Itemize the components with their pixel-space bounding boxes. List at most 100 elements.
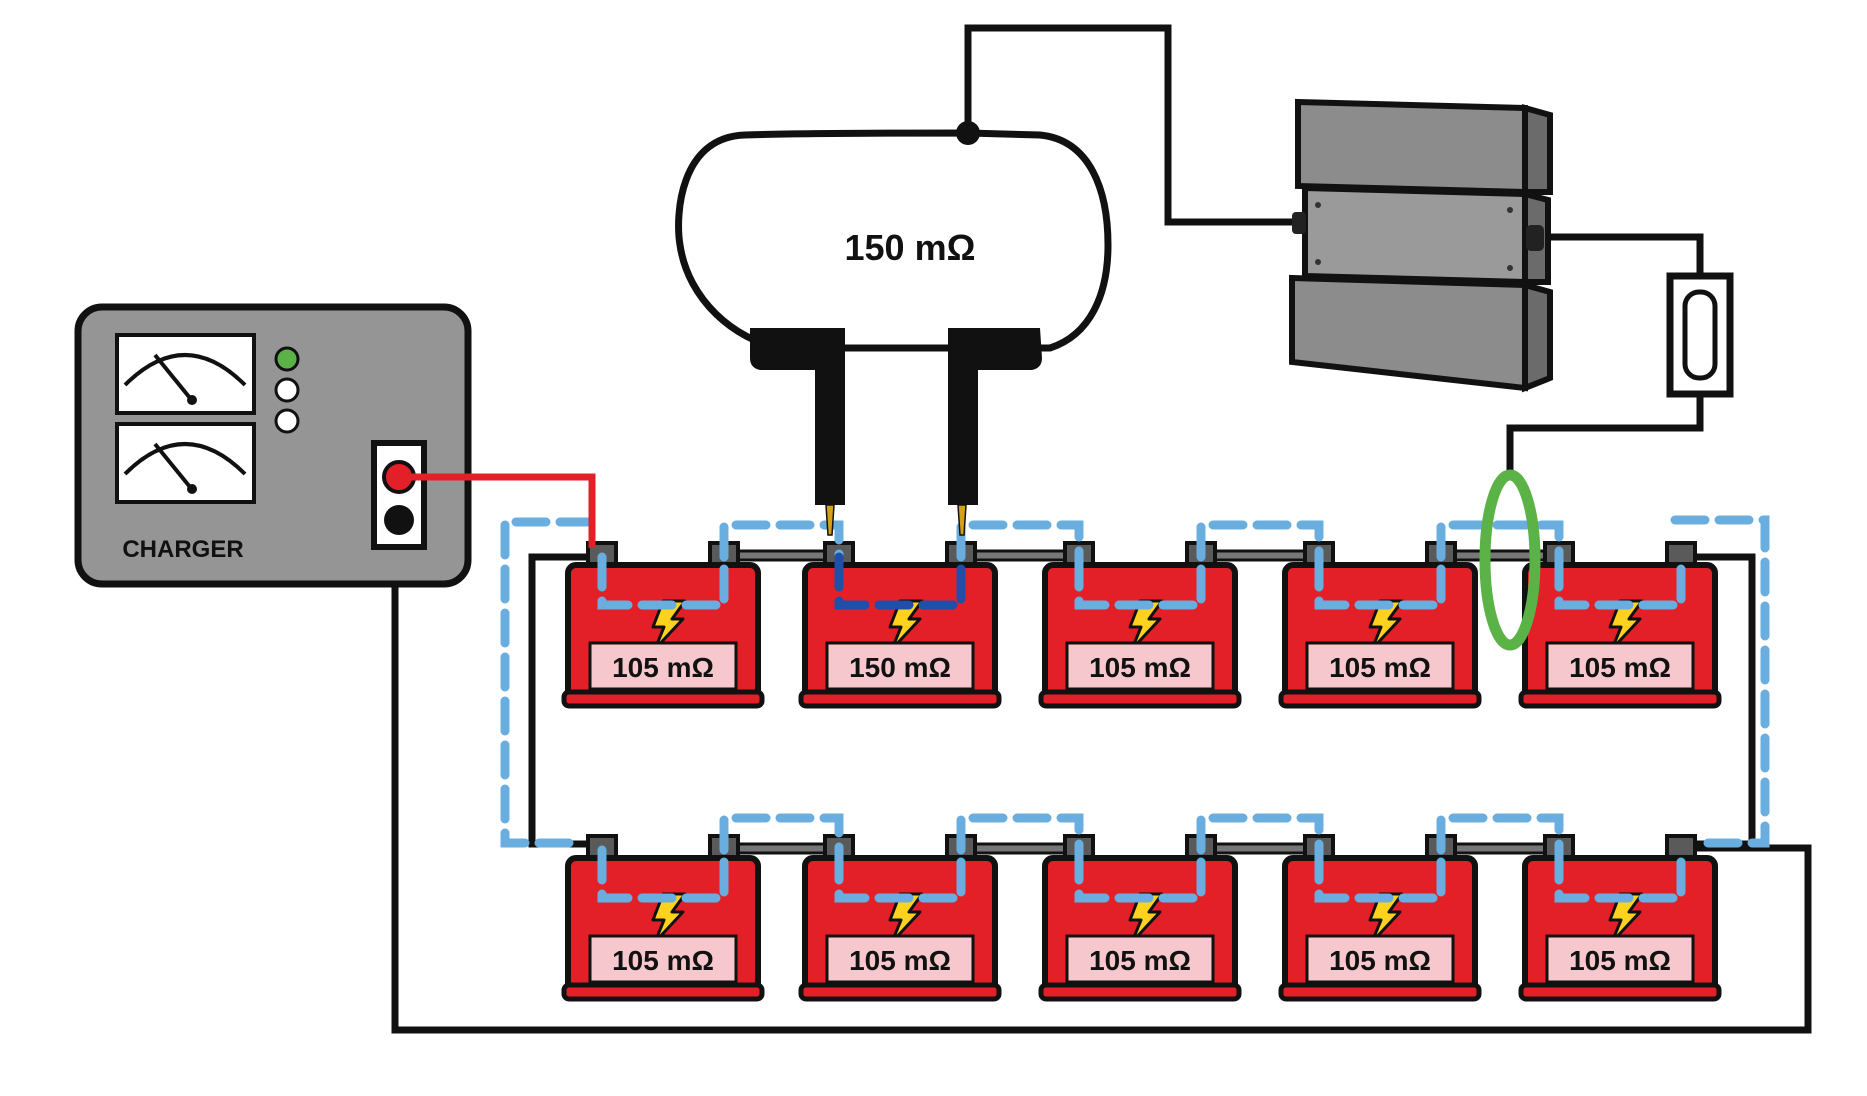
battery-resistance-label: 105 mΩ	[612, 945, 714, 976]
meter-needle	[153, 442, 192, 489]
module-middle-block	[1302, 184, 1528, 286]
analog-meter-icon	[115, 422, 256, 504]
shunt-resistor-element	[1682, 289, 1718, 381]
battery: 105 mΩ	[1278, 834, 1482, 1002]
tester-probe-right[interactable]	[948, 328, 1042, 505]
battery-base	[1038, 689, 1242, 709]
battery: 105 mΩ	[561, 541, 765, 709]
battery: 105 mΩ	[1038, 834, 1242, 1002]
battery-label-box	[1545, 934, 1695, 984]
current-paths	[500, 515, 1770, 903]
battery-resistance-label: 105 mΩ	[1089, 945, 1191, 976]
strap-path-dash	[719, 813, 844, 855]
strap-path-dash	[1196, 813, 1324, 855]
strap-path-dash	[956, 520, 1084, 562]
measurement-module	[1289, 98, 1553, 393]
battery-base	[798, 982, 1002, 1002]
tester-body	[675, 129, 1112, 352]
current-clamp[interactable]	[1479, 469, 1541, 651]
cell-path-dash	[597, 552, 729, 610]
analog-meter-icon	[115, 333, 256, 415]
battery-base	[1278, 982, 1482, 1002]
module-screw	[1507, 265, 1513, 271]
charger-negative-terminal[interactable]	[384, 505, 414, 535]
outer-loop-left-dash	[500, 517, 595, 848]
battery-label-box	[1065, 934, 1215, 984]
battery-label-box	[588, 934, 738, 984]
interconnect-strap	[959, 549, 1081, 562]
tester-to-module-wire	[964, 24, 1300, 226]
resistance-tester: 150 mΩ	[675, 121, 1112, 536]
module-bottom-side	[1522, 281, 1553, 393]
status-led-icon	[274, 408, 300, 434]
battery: 105 mΩ	[1518, 541, 1722, 709]
cell-path-dash	[1074, 552, 1206, 610]
faulty-cell-path-dash	[834, 552, 966, 610]
module-top-block	[1295, 98, 1528, 196]
battery-base	[798, 689, 1002, 709]
battery-label-box	[588, 641, 738, 691]
meter-pivot	[187, 395, 197, 405]
meter-needle	[153, 353, 192, 400]
interconnect-strap	[1439, 842, 1561, 855]
shunt-resistor-icon	[1666, 272, 1734, 398]
battery-label-box	[825, 641, 975, 691]
strap-path-dash	[1436, 520, 1564, 562]
module-screw	[1315, 202, 1321, 208]
charger-negative-wire	[391, 527, 1812, 1034]
battery-label-box	[1305, 641, 1455, 691]
meter-pivot	[187, 484, 197, 494]
meter-arc	[123, 442, 247, 476]
strap-path-dash	[1436, 813, 1564, 855]
interconnect-strap	[722, 842, 841, 855]
battery-base	[1038, 982, 1242, 1002]
strap-path-dash	[1196, 520, 1324, 562]
battery-label-box	[825, 934, 975, 984]
battery-base	[561, 689, 765, 709]
module-to-shunt-wire	[1535, 233, 1704, 278]
interconnect-strap	[722, 549, 841, 562]
battery-resistance-label: 105 mΩ	[1569, 945, 1671, 976]
battery-resistance-label: 150 mΩ	[849, 652, 951, 683]
cell-path-dash	[1554, 552, 1686, 610]
battery-resistance-label: 105 mΩ	[1329, 652, 1431, 683]
battery-resistance-label: 105 mΩ	[612, 652, 714, 683]
charger: CHARGER	[74, 303, 472, 588]
cell-path-dash	[1314, 552, 1446, 610]
strap-path-dash	[719, 520, 844, 562]
interconnect-strap	[1199, 842, 1321, 855]
tester-reading: 150 mΩ	[845, 227, 976, 268]
battery-base	[1518, 982, 1722, 1002]
battery-resistance-label: 105 mΩ	[1329, 945, 1431, 976]
cell-path-dash	[1074, 845, 1206, 903]
probe-tip-left	[825, 504, 835, 536]
shunt-to-clamp-wire	[1506, 392, 1704, 475]
module-bottom-block	[1289, 274, 1528, 392]
battery: 105 mΩ	[1038, 541, 1242, 709]
cell-path-dash	[597, 845, 729, 903]
battery-base	[1278, 689, 1482, 709]
battery-resistance-label: 105 mΩ	[1569, 652, 1671, 683]
battery: 105 mΩ	[1278, 541, 1482, 709]
battery: 150 mΩ	[798, 541, 1002, 709]
cell-path-dash	[1314, 845, 1446, 903]
status-led-icon	[274, 377, 300, 403]
tester-probe-left[interactable]	[750, 328, 845, 505]
module-screw	[1315, 259, 1321, 265]
battery-label-box	[1305, 934, 1455, 984]
battery-label-box	[1065, 641, 1215, 691]
module-port-right[interactable]	[1526, 225, 1544, 251]
charger-label: CHARGER	[122, 536, 243, 563]
tester-junction-dot	[956, 121, 980, 145]
module-port-left[interactable]	[1292, 212, 1306, 234]
battery-base	[1518, 689, 1722, 709]
status-led-icon	[274, 346, 300, 372]
strap-path-dash	[956, 813, 1084, 855]
module-top-side	[1522, 104, 1553, 195]
outer-loop-right-dash	[1670, 515, 1770, 848]
battery: 105 mΩ	[798, 834, 1002, 1002]
module-screw	[1507, 207, 1513, 213]
cell-path-dash	[834, 845, 966, 903]
